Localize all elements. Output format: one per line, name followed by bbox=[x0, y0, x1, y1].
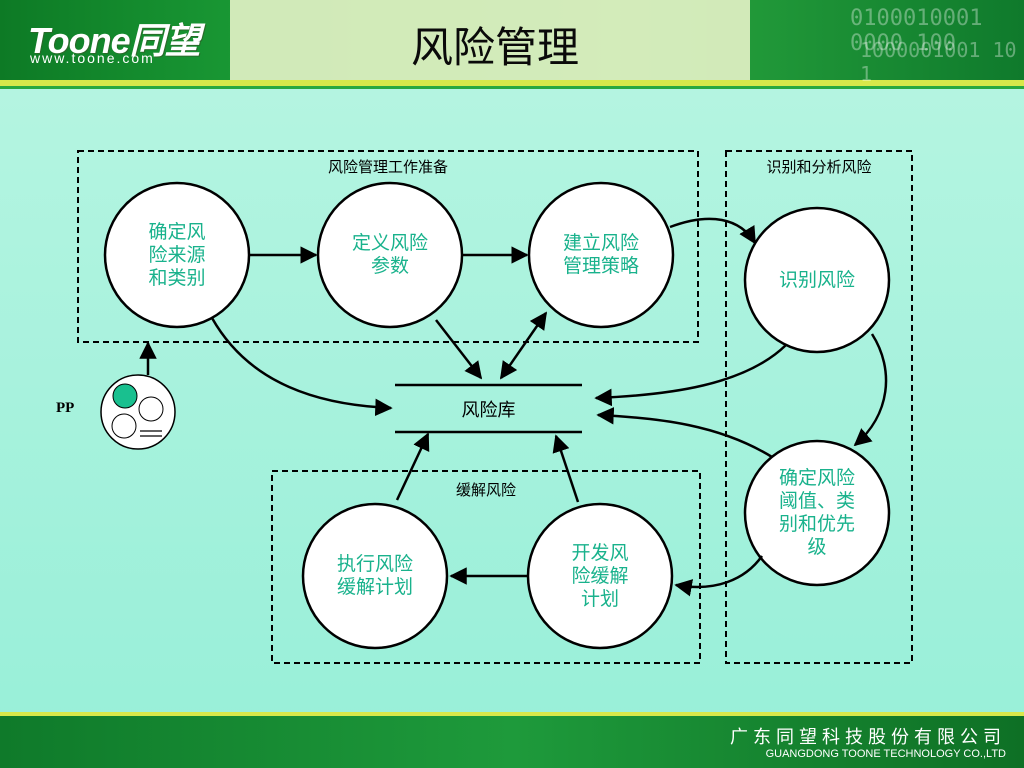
arrow-source-to-store bbox=[210, 317, 393, 417]
pp-process-icon bbox=[100, 374, 176, 450]
pp-label: PP bbox=[56, 400, 75, 416]
binary-decoration-top: 0100010001 0000 100 bbox=[850, 6, 983, 56]
group-box-identify bbox=[725, 150, 913, 664]
arrow-identify-to-store bbox=[594, 344, 787, 407]
footer-band bbox=[0, 716, 1024, 768]
group-label-prep: 风险管理工作准备 bbox=[327, 158, 448, 176]
arrow-threshold-to-devplan bbox=[674, 555, 764, 597]
header-title-panel bbox=[230, 0, 750, 80]
arrow-identify-to-threshold bbox=[853, 333, 888, 447]
company-logo: Toone同望 bbox=[28, 20, 201, 61]
node-dev-plan: 开发风 险缓解 计划 bbox=[571, 541, 629, 610]
arrow-threshold-to-store bbox=[596, 407, 773, 459]
node-strategy: 建立风险 管理策略 bbox=[562, 232, 639, 277]
node-exec-plan: 执行风险 缓解计划 bbox=[336, 553, 413, 598]
arrow-strategy-to-identify bbox=[669, 217, 757, 245]
node-circle-dev-plan bbox=[526, 502, 674, 650]
group-label-mitigate: 缓解风险 bbox=[455, 481, 516, 499]
group-label-identify: 识别和分析风险 bbox=[766, 158, 872, 176]
arrow-devplan-to-store bbox=[552, 434, 580, 503]
node-identify: 识别风险 bbox=[778, 268, 855, 291]
risk-store-label: 风险库 bbox=[461, 400, 516, 421]
node-circle-identify bbox=[743, 206, 891, 354]
footer-accent-line bbox=[0, 712, 1024, 716]
page-title: 风险管理 bbox=[410, 23, 579, 72]
node-risk-params: 定义风险 参数 bbox=[351, 232, 428, 277]
node-risk-source: 确定风 险来源 和类别 bbox=[148, 220, 206, 289]
node-circle-threshold bbox=[743, 439, 891, 587]
footer-company-cn: 广东同望科技股份有限公司 bbox=[730, 727, 1006, 748]
arrow-execplan-to-store bbox=[395, 432, 430, 501]
header-accent-line-2 bbox=[0, 86, 1024, 89]
node-circle-strategy bbox=[527, 181, 675, 329]
node-threshold: 确定风险 阈值、类 别和优先 级 bbox=[778, 467, 855, 558]
footer-company-en: GUANGDONG TOONE TECHNOLOGY CO.,LTD bbox=[765, 748, 1006, 760]
binary-decoration-bottom: 1000001001 10 1 bbox=[860, 38, 1017, 86]
company-website: www.toone.com bbox=[30, 50, 155, 66]
header-accent-line bbox=[0, 80, 1024, 86]
group-box-mitigate bbox=[271, 470, 701, 664]
arrow-store-strategy-bidirectional bbox=[499, 311, 548, 380]
group-box-prep bbox=[77, 150, 699, 343]
node-circle-exec-plan bbox=[301, 502, 449, 650]
arrow-params-to-store bbox=[435, 319, 483, 380]
